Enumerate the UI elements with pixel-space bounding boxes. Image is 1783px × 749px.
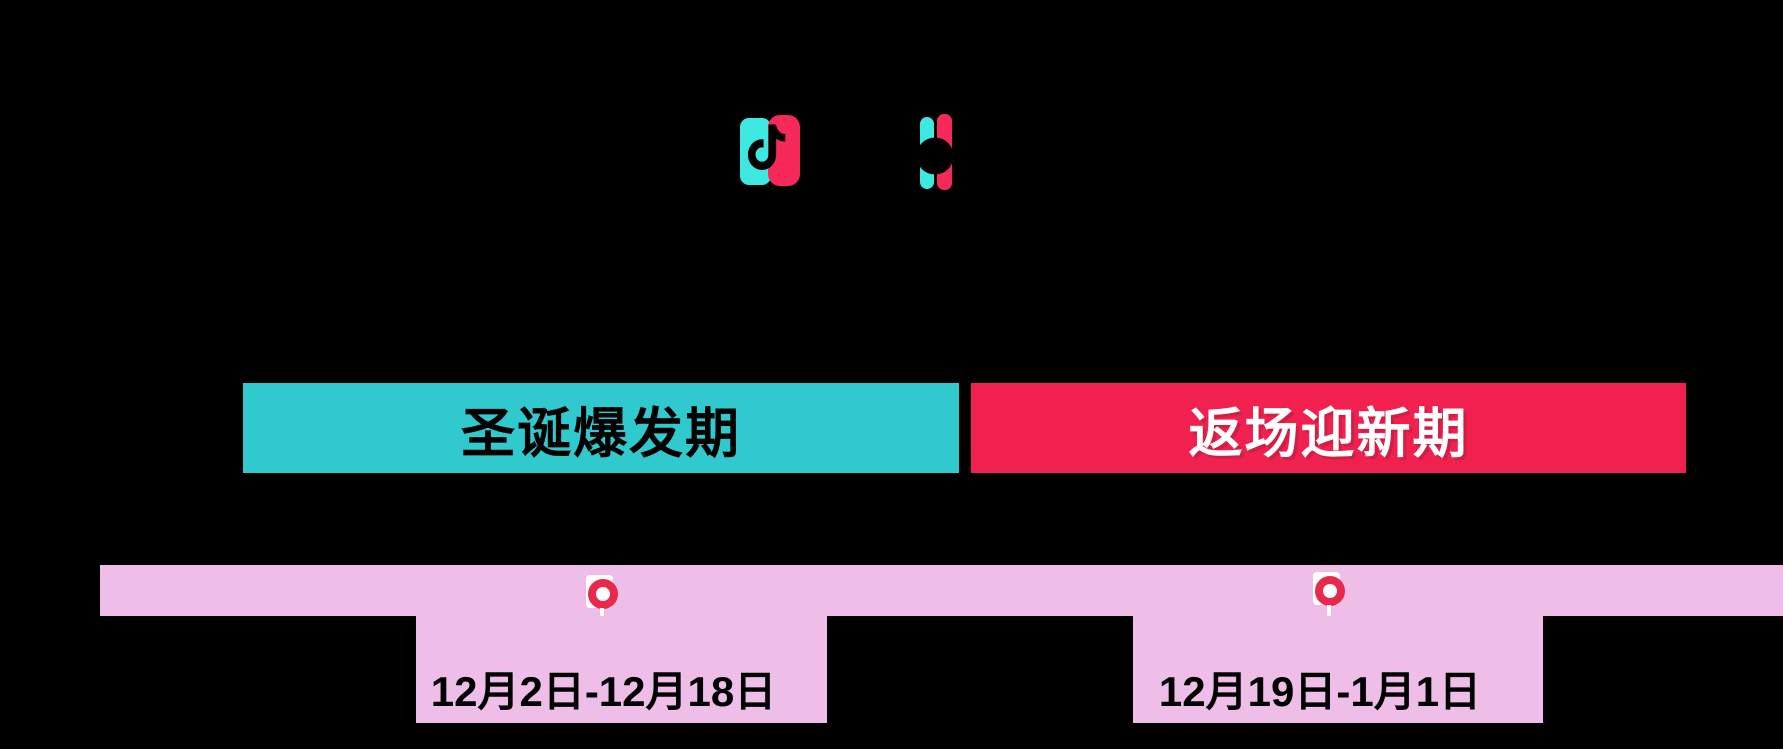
date-range-2: 12月19日-1月1日 (1158, 668, 1482, 715)
date-range-1: 12月2日-12月18日 (430, 668, 777, 715)
timeline-pin-1 (586, 575, 620, 641)
brand-ring-icon (916, 114, 954, 190)
timeline-band (100, 565, 1783, 616)
pin-ring-icon (588, 579, 618, 609)
phase-banner-christmas-label: 圣诞爆发期 (461, 403, 741, 464)
date-range-box-2: 12月19日-1月1日 (1133, 616, 1543, 723)
douyin-note-icon (740, 115, 800, 186)
pin-ring-icon (1315, 576, 1345, 606)
phase-banner-christmas: 圣诞爆发期 (243, 383, 959, 473)
background-panel: 圣诞爆发期 返场迎新期 12月2日-12月18日 12月19日-1月1日 (50, 58, 1783, 723)
phase-banner-return: 返场迎新期 (971, 383, 1686, 473)
date-range-box-1: 12月2日-12月18日 (416, 616, 827, 723)
phase-banner-return-label: 返场迎新期 (1188, 403, 1469, 464)
